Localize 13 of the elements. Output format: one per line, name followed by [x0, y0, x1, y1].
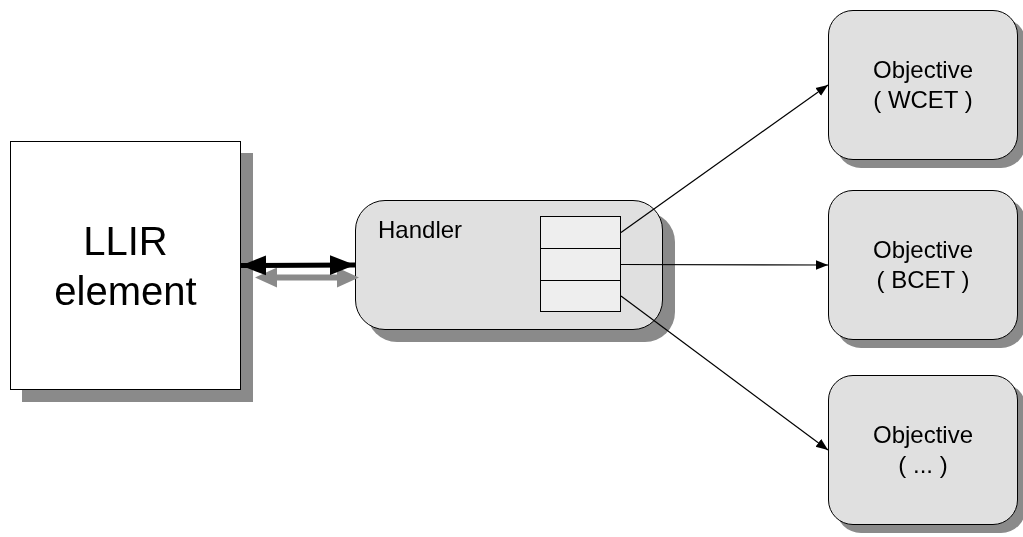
table-slot [540, 280, 621, 312]
box-label: Objective ( ... ) [871, 420, 974, 480]
box-label: LLIR element [53, 217, 198, 315]
objective-box [828, 375, 1018, 525]
table-slot [540, 216, 621, 249]
objective-box [828, 10, 1018, 160]
box-title: Handler [378, 215, 463, 245]
handler-box [355, 200, 663, 330]
table-slot [540, 248, 621, 281]
element-box [10, 141, 241, 390]
objective-box [828, 190, 1018, 340]
box-label: Objective ( BCET ) [871, 235, 974, 295]
box-label: Objective ( WCET ) [871, 55, 974, 115]
